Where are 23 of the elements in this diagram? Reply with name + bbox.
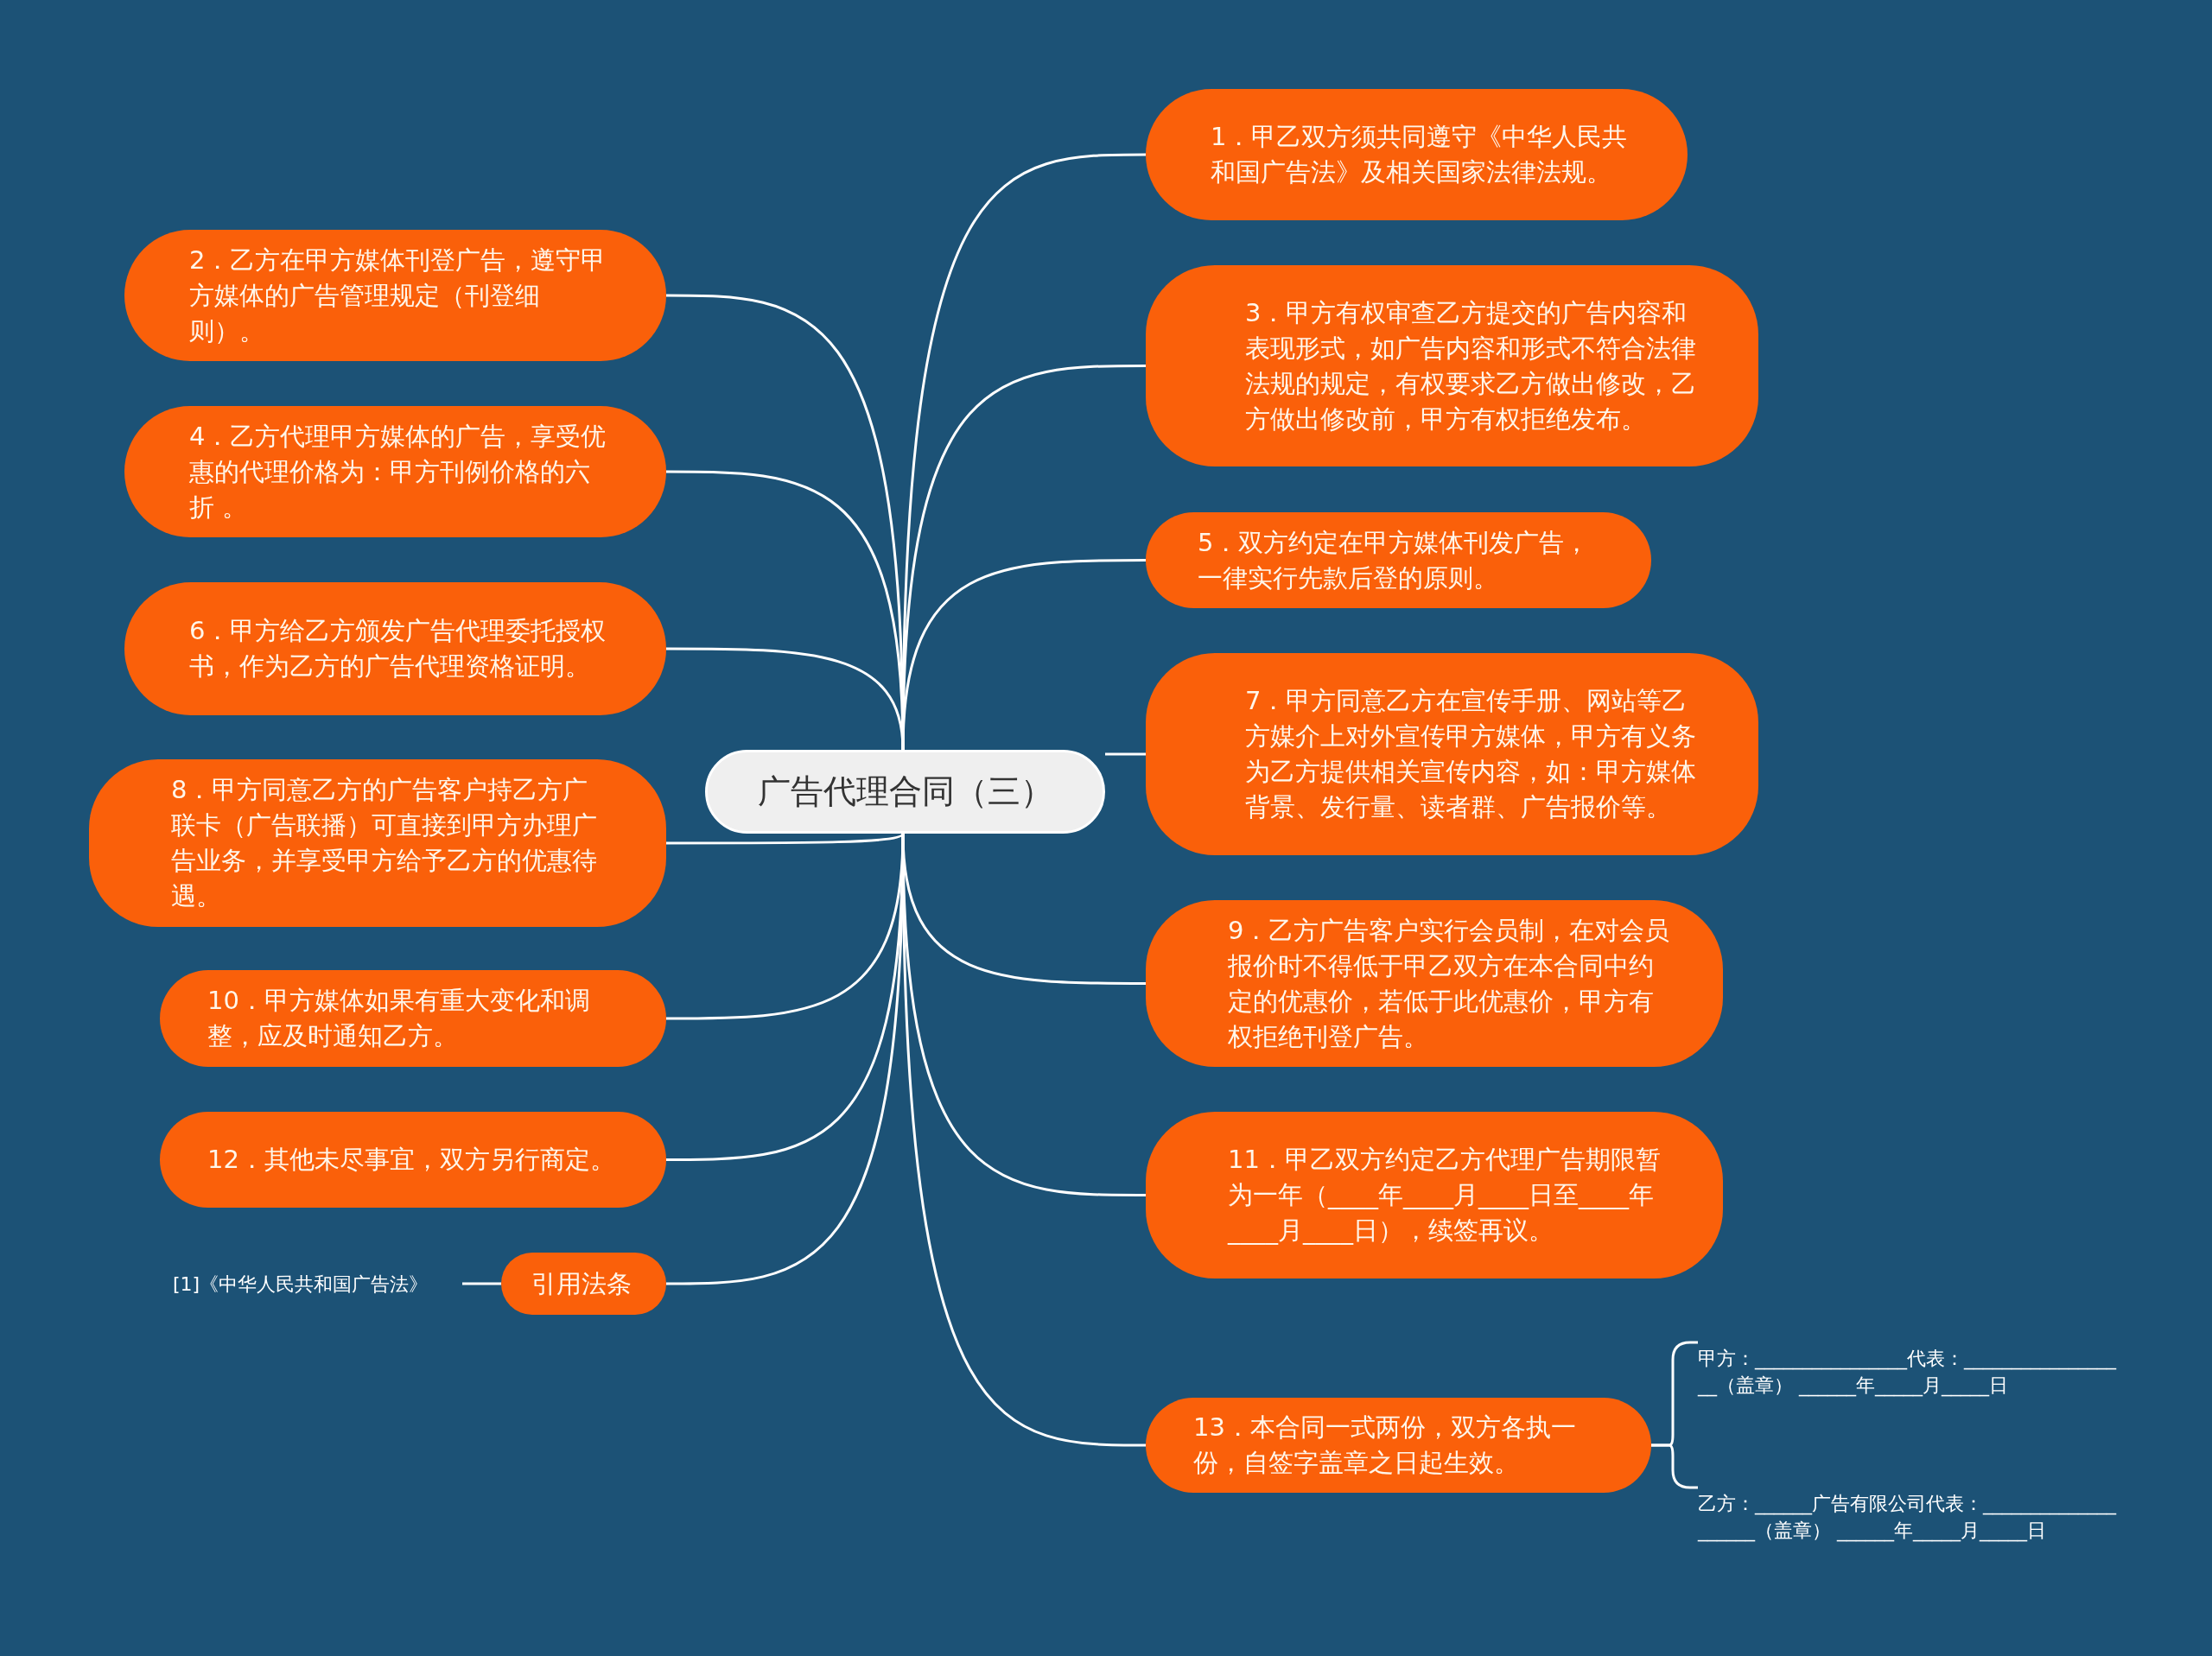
topic-text: 12．其他未尽事宜，双方另行商定。 bbox=[207, 1144, 615, 1176]
topic-text: 13．本合同一式两份，双方各执一份，自签字盖章之日起生效。 bbox=[1193, 1412, 1577, 1479]
note-text: 乙方：______广告有限公司代表：____________________（盖章） ______年_____月_____日 bbox=[1698, 1492, 2118, 1544]
topic-text: 引用法条 bbox=[531, 1267, 632, 1300]
topic-pill bbox=[1146, 653, 1758, 855]
topic-text: 5．双方约定在甲方媒体刊发广告，一律实行先款后登的原则。 bbox=[1198, 526, 1591, 594]
topic-text: 1．甲乙双方须共同遵守《中华人民共和国广告法》及相关国家法律法规。 bbox=[1211, 121, 1629, 188]
topic-title: 广告代理合同（三） bbox=[757, 771, 1053, 812]
topic-text: 6．甲方给乙方颁发广告代理委托授权书，作为乙方的广告代理资格证明。 bbox=[189, 615, 607, 682]
topic-text: 4．乙方代理甲方媒体的广告，享受优惠的代理价格为：甲方刊例价格的六折 。 bbox=[189, 420, 607, 523]
note-text: 甲方：________________代表：__________________（盖章） ______年_____月_____日 bbox=[1698, 1347, 2118, 1399]
connector-line bbox=[666, 647, 905, 751]
topic-text: 3．甲方有权审查乙方提交的广告内容和表现形式，如广告内容和形式不符合法律法规的规定，有权要求乙方做出修改，乙方做出修改前，甲方有权拒绝发布。 bbox=[1245, 296, 1697, 435]
connector-line bbox=[1105, 752, 1146, 756]
topic-text: 10．甲方媒体如果有重大变化和调整，应及时通知乙方。 bbox=[207, 985, 591, 1052]
topic-text: 11．甲乙双方约定乙方代理广告期限暂为一年（____年____月____日至____年____月____日），续签再议。 bbox=[1228, 1144, 1662, 1247]
connector-line bbox=[462, 1282, 501, 1285]
topic-text: 2．乙方在甲方媒体刊登广告，遵守甲方媒体的广告管理规定（刊登细则）。 bbox=[189, 244, 607, 347]
topic-pill bbox=[1146, 265, 1758, 466]
topic-text: 9．乙方广告客户实行会员制，在对会员报价时不得低于甲乙双方在本合同中约定的优惠价，若低于此优惠价，甲方有权拒绝刊登广告。 bbox=[1228, 914, 1671, 1053]
note-text: [1]《中华人民共和国广告法》 bbox=[173, 1272, 429, 1297]
topic-text: 8．甲方同意乙方的广告客户持乙方广联卡（广告联播）可直接到甲方办理广告业务，并享受甲方给予乙方的优惠待遇。 bbox=[171, 774, 598, 912]
topic-text: 7．甲方同意乙方在宣传手册、网站等乙方媒介上对外宣传甲方媒体，甲方有义务为乙方提供相关宣传内容，如：甲方媒体背景、发行量、读者群、广告报价等。 bbox=[1245, 685, 1697, 823]
